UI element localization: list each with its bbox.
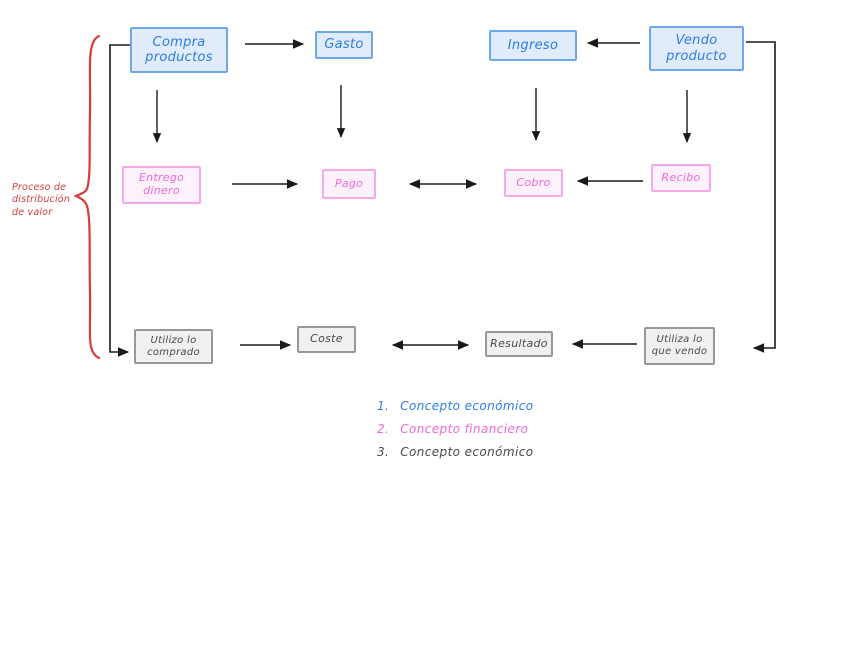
value-distribution-note: Proceso de distribución de valor bbox=[12, 182, 71, 218]
legend-number: 2. bbox=[377, 422, 390, 436]
value-distribution-brace bbox=[73, 34, 101, 360]
box-coste: Coste bbox=[297, 326, 356, 353]
legend-number: 1. bbox=[377, 399, 390, 413]
legend-item-economic-3: 3. Concepto económico bbox=[377, 445, 533, 459]
bracket-compra-to-utilizo bbox=[109, 44, 130, 357]
box-ingreso: Ingreso bbox=[489, 30, 577, 61]
legend-item-financial: 2. Concepto financiero bbox=[377, 422, 533, 436]
legend-label: Concepto económico bbox=[400, 445, 534, 459]
legend-number: 3. bbox=[377, 445, 390, 459]
box-gasto: Gasto bbox=[315, 31, 373, 59]
bracket-vendo-to-utiliza bbox=[746, 41, 776, 353]
concept-legend: 1. Concepto económico 2. Concepto financ… bbox=[377, 399, 533, 468]
box-cobro: Cobro bbox=[504, 169, 563, 197]
box-utilizo-lo-comprado: Utilizo lo comprado bbox=[134, 329, 213, 364]
legend-label: Concepto económico bbox=[400, 399, 534, 413]
box-pago: Pago bbox=[322, 169, 376, 199]
box-resultado: Resultado bbox=[485, 331, 553, 357]
box-vendo-producto: Vendo producto bbox=[649, 26, 744, 71]
box-entrego-dinero: Entrego dinero bbox=[122, 166, 201, 204]
legend-item-economic-1: 1. Concepto económico bbox=[377, 399, 533, 413]
box-utiliza-lo-que-vendo: Utiliza lo que vendo bbox=[644, 327, 715, 365]
box-compra-productos: Compra productos bbox=[130, 27, 228, 73]
legend-label: Concepto financiero bbox=[400, 422, 529, 436]
box-recibo: Recibo bbox=[651, 164, 711, 192]
